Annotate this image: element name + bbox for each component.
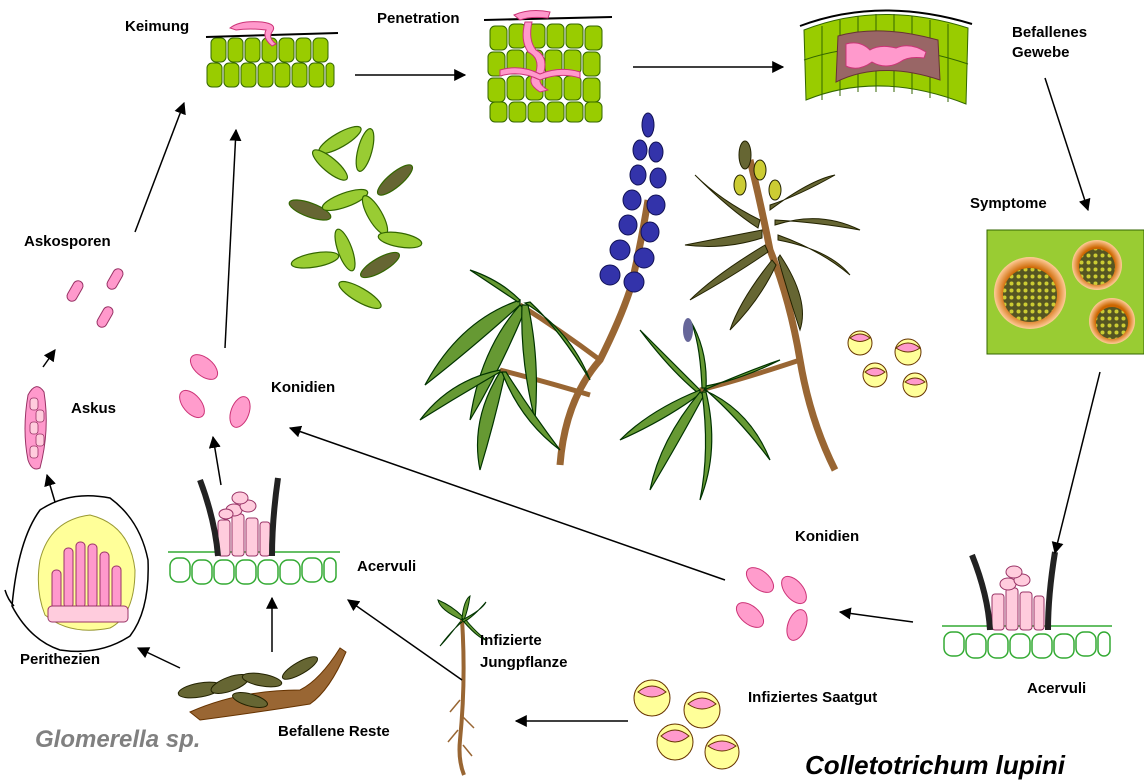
- arrow-symptome-to-acervuli: [1055, 372, 1100, 553]
- arrow-perithezien-to-askus: [47, 475, 55, 502]
- label-penetration: Penetration: [377, 9, 460, 28]
- label-keimung: Keimung: [125, 17, 189, 36]
- conidia-left: [175, 350, 254, 430]
- label-infizierte-jungpflanze-line2: Jungpflanze: [480, 653, 568, 672]
- infected-tissue: [800, 10, 972, 104]
- arrow-konidien-to-keimung: [225, 130, 236, 348]
- arrow-acervuli-to-konidien-left: [213, 437, 221, 485]
- title-teleomorph: Glomerella sp.: [35, 726, 200, 754]
- arrow-acervuli-to-konidien: [840, 612, 913, 622]
- arrow-askosporen-to-keimung: [135, 103, 184, 232]
- title-anamorph: Colletotrichum lupini: [805, 750, 1065, 781]
- penetration-tissue: [484, 11, 612, 122]
- acervulus-right: [942, 552, 1112, 658]
- arrow-konidien-to-konidien: [290, 428, 725, 580]
- ascospores: [65, 267, 125, 329]
- label-acervuli-left: Acervuli: [357, 557, 416, 576]
- infected-seeds: [634, 680, 739, 769]
- infected-debris: [177, 648, 346, 720]
- label-infizierte-jungpflanze-line1: Infizierte: [480, 631, 542, 650]
- germination-tissue: [206, 22, 338, 87]
- infected-seedling: [438, 596, 486, 775]
- label-perithezien: Perithezien: [20, 650, 100, 669]
- lupin-plant-flowering: [420, 113, 666, 470]
- label-acervuli-right: Acervuli: [1027, 679, 1086, 698]
- lupin-leaf-cluster-small: [287, 122, 423, 313]
- arrow-askus-to-askosporen: [43, 350, 55, 367]
- label-askus: Askus: [71, 399, 116, 418]
- arrow-reste-to-perithezien: [138, 648, 180, 668]
- label-konidien-left: Konidien: [271, 378, 335, 397]
- cycle-arrows: [43, 67, 1100, 721]
- label-askosporen: Askosporen: [24, 232, 111, 251]
- acervulus-left: [168, 478, 340, 584]
- seeds-cluster-small: [848, 331, 927, 397]
- symptoms-panel: [987, 230, 1144, 354]
- ascus: [25, 387, 46, 469]
- label-konidien-right: Konidien: [795, 527, 859, 546]
- label-befallenes-gewebe-line2: Gewebe: [1012, 43, 1070, 62]
- label-infiziertes-saatgut: Infiziertes Saatgut: [748, 688, 877, 707]
- label-befallene-reste: Befallene Reste: [278, 722, 390, 741]
- label-symptome: Symptome: [970, 194, 1047, 213]
- arrow-gewebe-to-symptome: [1045, 78, 1088, 210]
- perithecium: [5, 496, 148, 652]
- label-befallenes-gewebe-line1: Befallenes: [1012, 23, 1087, 42]
- conidia-right: [732, 563, 811, 643]
